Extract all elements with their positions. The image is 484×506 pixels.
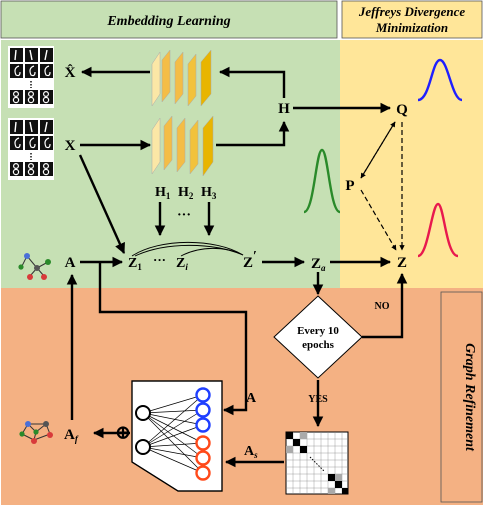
z-ellipsis: ··· [153, 252, 166, 267]
refined-graph-icon [19, 421, 53, 444]
graph-icon [18, 253, 51, 280]
a-to-mlp-label: A [246, 391, 257, 406]
p-distribution-curve [303, 148, 341, 214]
divergence-dashed-arrows [360, 121, 405, 251]
z-prime-label: Z′ [243, 249, 257, 271]
no-label: NO [375, 301, 390, 312]
encoder-layers [151, 115, 214, 177]
za-label: Za [311, 256, 326, 273]
encoder-to-h-arrow [216, 120, 290, 147]
jeffreys-title-line1: Jeffreys Divergence [358, 4, 465, 19]
z-label: Z [397, 255, 407, 271]
a-label: A [65, 255, 76, 271]
q-label: Q [396, 102, 408, 118]
jeffreys-header [341, 0, 483, 39]
a-f-label: Af [64, 427, 79, 444]
embedding-title: Embedding Learning [106, 14, 230, 29]
reconstructed-digit-images [8, 46, 54, 108]
input-digit-images [8, 118, 54, 180]
every-10-epochs-decision [273, 295, 363, 379]
decoder-layers [151, 49, 212, 107]
h-ellipsis: ··· [177, 208, 191, 223]
a-to-mlp-arrow [98, 262, 248, 416]
x-hat-label: X̂ [65, 64, 76, 81]
h-to-decoder-arrow [218, 66, 286, 98]
x-to-z1-arrow [78, 154, 126, 254]
h-label: H [278, 101, 290, 117]
similarity-matrix [285, 431, 349, 495]
x-label: X [65, 138, 76, 154]
h3-label: H3 [201, 185, 217, 201]
h1-label: H1 [155, 185, 171, 201]
jeffreys-title-line2: Minimization [375, 20, 448, 35]
a-s-label: As [244, 444, 258, 460]
decision-text-line2: epochs [302, 339, 335, 351]
graph-refinement-panel [1, 288, 483, 505]
flow-arrows [66, 66, 408, 468]
zi-label: Zi [176, 256, 188, 272]
z1-label: Z1 [128, 256, 142, 272]
q-distribution-curve [417, 58, 463, 102]
skip-connection-arcs [131, 241, 244, 257]
decision-text-line1: Every 10 [297, 325, 339, 337]
h2-label: H2 [178, 185, 194, 201]
jeffreys-panel [340, 40, 483, 288]
no-to-z-arrow [362, 272, 408, 339]
graph-refinement-title: Graph Refinement [462, 343, 477, 452]
mlp-network [131, 380, 223, 492]
z-distribution-curve [417, 202, 459, 258]
graph-refinement-header [440, 291, 483, 503]
embedding-header [0, 0, 338, 39]
p-label: P [345, 178, 354, 194]
